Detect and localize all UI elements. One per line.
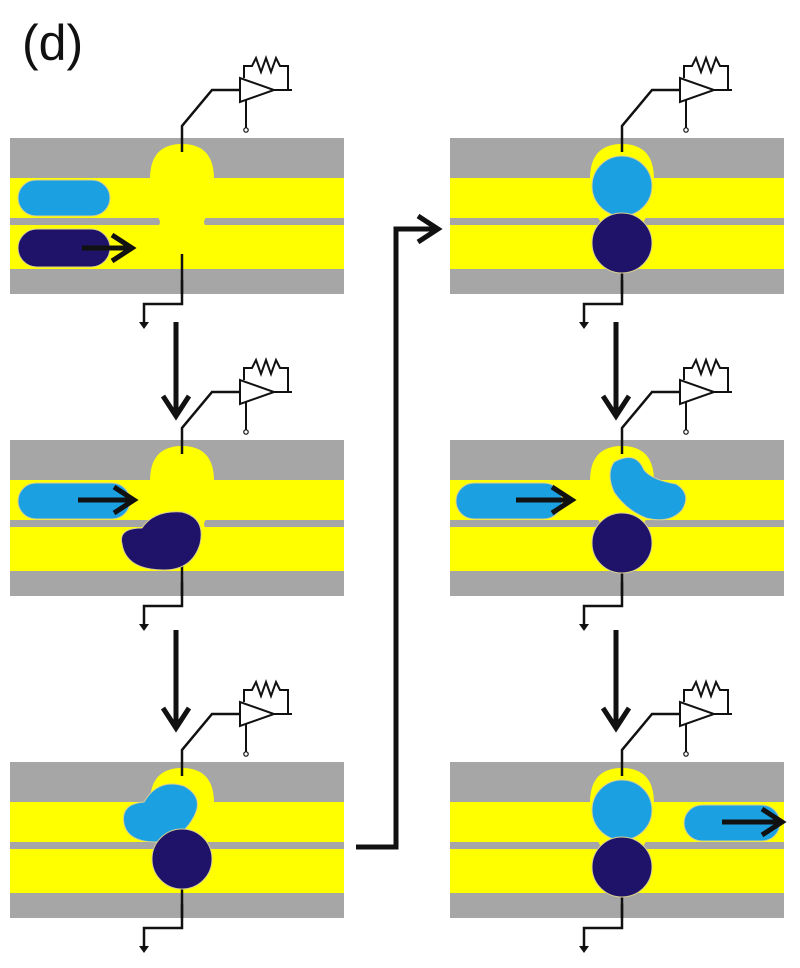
light-particle <box>591 155 653 217</box>
down-arrow-icon <box>160 322 192 421</box>
light-particle <box>591 779 653 841</box>
arrow-icon <box>78 484 139 516</box>
feedback-resistor <box>243 679 289 714</box>
amplifier-icon <box>239 76 278 104</box>
ground-icon <box>139 322 149 329</box>
feedback-resistor <box>683 55 729 90</box>
light-particle-deformed <box>609 457 687 521</box>
pore-bulge <box>150 446 214 481</box>
amplifier-icon <box>679 76 718 104</box>
arrow-head <box>760 806 787 838</box>
reference-terminal <box>243 429 249 435</box>
arrow-icon <box>82 232 137 264</box>
electrode-wire <box>180 88 240 152</box>
light-particle <box>17 179 111 217</box>
connector-line <box>356 226 426 850</box>
electrode-wire <box>180 390 240 454</box>
frame-3 <box>10 679 344 953</box>
down-arrow-icon <box>600 630 632 733</box>
amplifier-icon <box>239 700 278 728</box>
reference-terminal <box>243 127 249 133</box>
down-arrow-icon <box>160 630 192 733</box>
amplifier-icon <box>679 700 718 728</box>
electrode-wire <box>620 88 680 152</box>
ground-icon <box>139 946 149 953</box>
dark-particle <box>120 511 202 571</box>
ground-icon <box>579 322 589 329</box>
reference-terminal <box>243 751 249 757</box>
feedback-resistor <box>243 357 289 392</box>
frame-4 <box>450 55 784 329</box>
arrow-head <box>160 394 192 421</box>
ground-icon <box>579 624 589 631</box>
arrow-icon <box>722 806 787 838</box>
arrow-head <box>112 484 139 516</box>
frame-5 <box>450 357 784 631</box>
reference-terminal <box>683 127 689 133</box>
electrode-wire <box>180 712 240 776</box>
dark-particle <box>151 828 213 890</box>
arrow-icon <box>516 484 577 516</box>
frames-layer <box>10 55 787 953</box>
dark-particle <box>591 836 653 898</box>
ground-icon <box>139 624 149 631</box>
ground-icon <box>579 946 589 953</box>
arrow-head <box>110 232 137 264</box>
frame-6 <box>450 679 787 953</box>
pore-junction <box>156 216 208 228</box>
feedback-resistor <box>243 55 289 90</box>
reference-terminal <box>683 751 689 757</box>
feedback-resistor <box>683 357 729 392</box>
amplifier-icon <box>239 378 278 406</box>
light-particle <box>122 783 198 843</box>
reference-terminal <box>683 429 689 435</box>
electrode-wire <box>620 390 680 454</box>
frame-2 <box>10 357 344 631</box>
amplifier-icon <box>679 378 718 406</box>
panel-label: (d) <box>22 15 84 71</box>
arrow-head <box>550 484 577 516</box>
dark-particle <box>591 212 653 274</box>
feedback-resistor <box>683 679 729 714</box>
frame-1 <box>10 55 344 329</box>
pore-bulge <box>150 144 214 179</box>
arrow-head <box>600 394 632 421</box>
down-arrow-icon <box>600 322 632 421</box>
dark-particle <box>591 512 653 574</box>
electrode-wire <box>620 712 680 776</box>
flow-arrows <box>160 213 632 850</box>
arrow-head <box>600 706 632 733</box>
arrow-head <box>160 706 192 733</box>
arrow-head <box>416 213 443 245</box>
connector-arrow-icon <box>410 213 443 245</box>
